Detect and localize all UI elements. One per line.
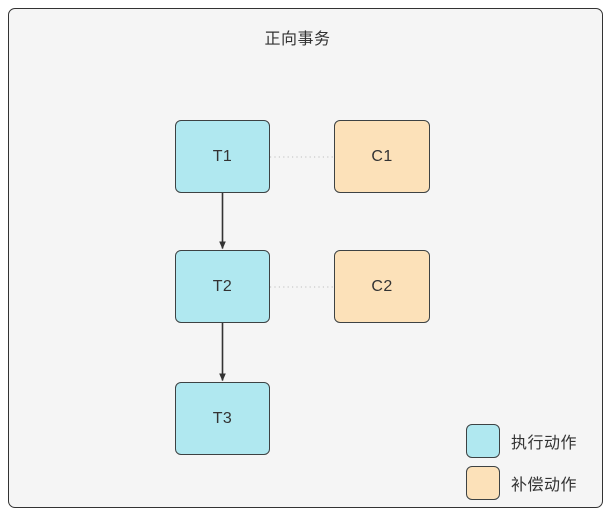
node-t3-label: T3 — [212, 409, 233, 427]
node-t1-label: T1 — [212, 147, 233, 165]
legend-swatch-comp-icon — [466, 466, 500, 500]
node-t2[interactable]: T2 — [175, 250, 270, 323]
cluster-forward-transaction — [8, 8, 603, 508]
legend-label-comp: 补偿动作 — [511, 477, 578, 494]
node-c2-label: C2 — [371, 277, 393, 295]
node-t2-label: T2 — [212, 277, 233, 295]
legend-swatch-exec-icon — [466, 424, 500, 458]
legend-item-comp: 补偿动作 — [466, 462, 577, 504]
legend-item-exec: 执行动作 — [466, 420, 577, 462]
node-c1[interactable]: C1 — [334, 120, 430, 193]
legend-label-exec: 执行动作 — [511, 435, 578, 452]
node-t1[interactable]: T1 — [175, 120, 270, 193]
legend: 执行动作 补偿动作 — [466, 420, 577, 504]
cluster-title: 正向事务 — [264, 31, 331, 48]
node-c1-label: C1 — [371, 147, 393, 165]
node-c2[interactable]: C2 — [334, 250, 430, 323]
node-t3[interactable]: T3 — [175, 382, 270, 455]
